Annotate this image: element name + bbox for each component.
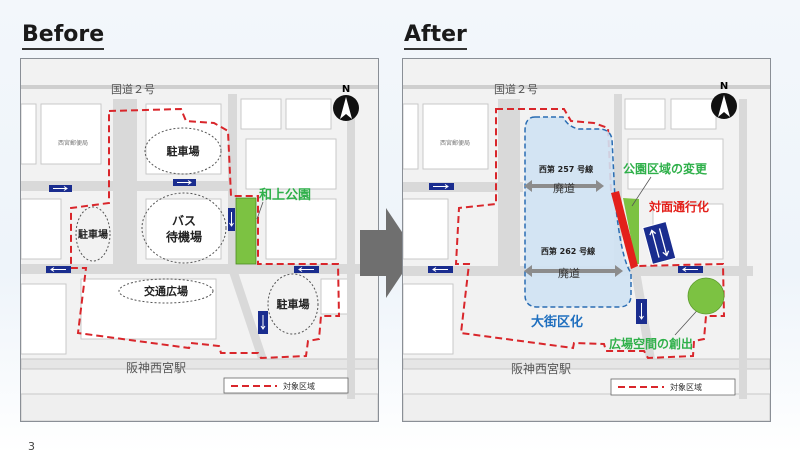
bus-waiting-label-1: バス <box>172 214 196 228</box>
two-way-road-segment <box>611 191 638 269</box>
post-office-label: 西宮郵便局 <box>58 139 88 147</box>
one-way-right-sign <box>49 185 72 192</box>
parking-west-label: 駐車場 <box>78 228 108 241</box>
north-compass: N <box>711 81 737 119</box>
station-label: 阪神西宮駅 <box>511 361 571 376</box>
double-arrow-icon <box>524 265 623 277</box>
park-label: 和上公園 <box>259 187 311 203</box>
one-way-down-sign <box>228 208 235 231</box>
park-change-label: 公園区域の変更 <box>623 161 708 176</box>
two-way-sign <box>642 220 677 266</box>
one-way-right-sign <box>173 179 196 186</box>
legend-label: 対象区域 <box>670 382 702 392</box>
route-257-label: 西第 257 号線 <box>539 164 593 174</box>
one-way-right-sign <box>429 183 454 190</box>
one-way-signs <box>46 179 319 334</box>
legend: 対象区域 <box>610 378 736 396</box>
target-area-boundary <box>70 107 341 360</box>
one-way-down-sign <box>258 311 268 334</box>
parking-north-outline <box>144 127 222 175</box>
one-way-left-sign <box>46 266 71 273</box>
compass-north-label: N <box>342 84 350 95</box>
plaza-space-circle <box>687 277 725 315</box>
plaza-creation-label: 広場空間の創出 <box>609 336 693 351</box>
one-way-down-sign <box>636 299 647 324</box>
abolished-label-2: 廃道 <box>558 266 580 280</box>
block-merge-label: 大街区化 <box>531 314 583 330</box>
traffic-plaza-label: 交通広場 <box>144 284 188 298</box>
before-title: Before <box>22 22 105 50</box>
after-title: After <box>404 22 467 50</box>
parking-east-label: 駐車場 <box>277 297 310 311</box>
page-number: 3 <box>28 440 35 453</box>
post-office-label: 西宮郵便局 <box>440 139 470 147</box>
route2-label: 国道２号 <box>111 82 155 96</box>
parking-north-label: 駐車場 <box>167 144 200 158</box>
one-way-left-sign <box>294 266 319 273</box>
double-arrow-icon <box>524 180 604 192</box>
parking-east-outline <box>267 273 319 335</box>
route2-label: 国道２号 <box>494 82 538 96</box>
park-wagami <box>235 197 257 265</box>
bus-waiting-label-2: 待機場 <box>166 229 202 244</box>
roads <box>21 85 378 399</box>
route-262-label: 西第 262 号線 <box>541 246 595 256</box>
traffic-plaza-outline <box>118 278 214 304</box>
park-change-leader-line <box>631 176 652 207</box>
before-map: N 国道２号 西宮郵便局 駐車場 バス 待機場 駐車場 交通広場 駐車場 和上公… <box>20 58 379 422</box>
two-way-label: 対面通行化 <box>648 199 709 214</box>
one-way-signs <box>428 183 703 324</box>
after-map: N 国道２号 西宮郵便局 西第 257 号線 廃道 西第 262 号線 廃道 大… <box>402 58 771 422</box>
legend-label: 対象区域 <box>283 381 315 391</box>
abolished-road-arrows <box>524 180 623 277</box>
new-park-area <box>623 198 639 264</box>
target-area-boundary <box>454 108 726 360</box>
one-way-left-sign <box>678 266 703 273</box>
transition-arrow-icon <box>360 208 416 298</box>
bus-waiting-outline <box>141 192 227 264</box>
north-compass: N <box>333 84 359 121</box>
park-leader-line <box>256 201 264 220</box>
legend: 対象区域 <box>223 377 349 394</box>
station-label: 阪神西宮駅 <box>126 360 186 375</box>
compass-north-label: N <box>720 81 728 92</box>
merged-block-area <box>524 116 632 308</box>
abolished-label-1: 廃道 <box>553 181 575 195</box>
one-way-left-sign <box>428 266 453 273</box>
parking-west-outline <box>75 206 111 262</box>
